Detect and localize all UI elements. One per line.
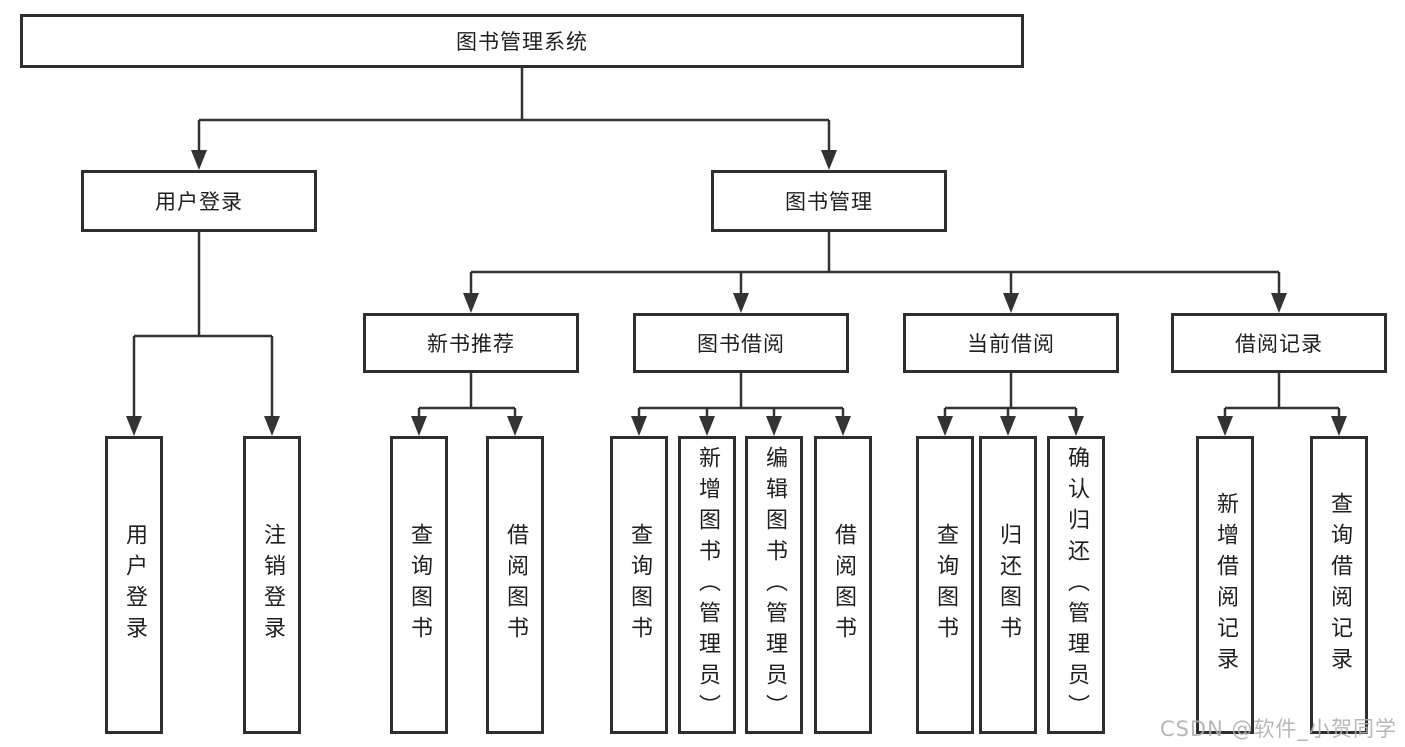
- node-user-login-label: 用户登录: [155, 190, 243, 214]
- leaf-records-add-record: 新增借阅记录: [1196, 436, 1254, 734]
- node-user-login: 用户登录: [81, 170, 317, 232]
- leaf-records-add-record-label: 新增借阅记录: [1213, 492, 1238, 678]
- leaf-current-return-books: 归还图书: [979, 436, 1037, 734]
- leaf-logout-label: 注销登录: [260, 523, 285, 647]
- leaf-records-query-record: 查询借阅记录: [1310, 436, 1368, 734]
- arrow-heads: [126, 150, 1347, 436]
- leaf-current-return-books-label: 归还图书: [996, 523, 1021, 647]
- leaf-current-confirm-return-admin: 确认归还（管理员）: [1047, 436, 1105, 734]
- node-root-label: 图书管理系统: [456, 30, 588, 54]
- leaf-recommend-borrow-books: 借阅图书: [486, 436, 544, 734]
- leaf-current-query-books: 查询图书: [916, 436, 974, 734]
- leaf-recommend-query-books: 查询图书: [390, 436, 448, 734]
- node-new-book-recommend-label: 新书推荐: [427, 332, 515, 356]
- leaf-borrow-query-books-label: 查询图书: [627, 523, 652, 647]
- node-current-borrow-label: 当前借阅: [967, 332, 1055, 356]
- leaf-borrow-edit-books-admin: 编辑图书（管理员）: [745, 436, 803, 734]
- node-borrow-records: 借阅记录: [1171, 313, 1387, 373]
- node-root: 图书管理系统: [20, 14, 1024, 68]
- leaf-borrow-query-books: 查询图书: [610, 436, 668, 734]
- leaf-borrow-add-books-admin-label: 新增图书（管理员）: [695, 445, 720, 725]
- leaf-borrow-borrow-books-label: 借阅图书: [831, 523, 856, 647]
- leaf-user-login: 用户登录: [105, 436, 163, 734]
- csdn-watermark: CSDN @软件_小贺同学: [1159, 717, 1397, 741]
- leaf-borrow-borrow-books: 借阅图书: [814, 436, 872, 734]
- leaf-borrow-edit-books-admin-label: 编辑图书（管理员）: [762, 445, 787, 725]
- leaf-logout: 注销登录: [243, 436, 301, 734]
- node-current-borrow: 当前借阅: [903, 313, 1119, 373]
- leaf-current-confirm-return-admin-label: 确认归还（管理员）: [1064, 445, 1089, 725]
- node-book-management: 图书管理: [711, 170, 947, 232]
- leaf-user-login-label: 用户登录: [122, 523, 147, 647]
- node-book-management-label: 图书管理: [785, 190, 873, 214]
- node-new-book-recommend: 新书推荐: [363, 313, 579, 373]
- leaf-recommend-query-books-label: 查询图书: [407, 523, 432, 647]
- leaf-borrow-add-books-admin: 新增图书（管理员）: [678, 436, 736, 734]
- leaf-records-query-record-label: 查询借阅记录: [1327, 492, 1352, 678]
- node-borrow-records-label: 借阅记录: [1235, 332, 1323, 356]
- leaf-current-query-books-label: 查询图书: [933, 523, 958, 647]
- node-book-borrow-label: 图书借阅: [697, 332, 785, 356]
- leaf-recommend-borrow-books-label: 借阅图书: [503, 523, 528, 647]
- node-book-borrow: 图书借阅: [633, 313, 849, 373]
